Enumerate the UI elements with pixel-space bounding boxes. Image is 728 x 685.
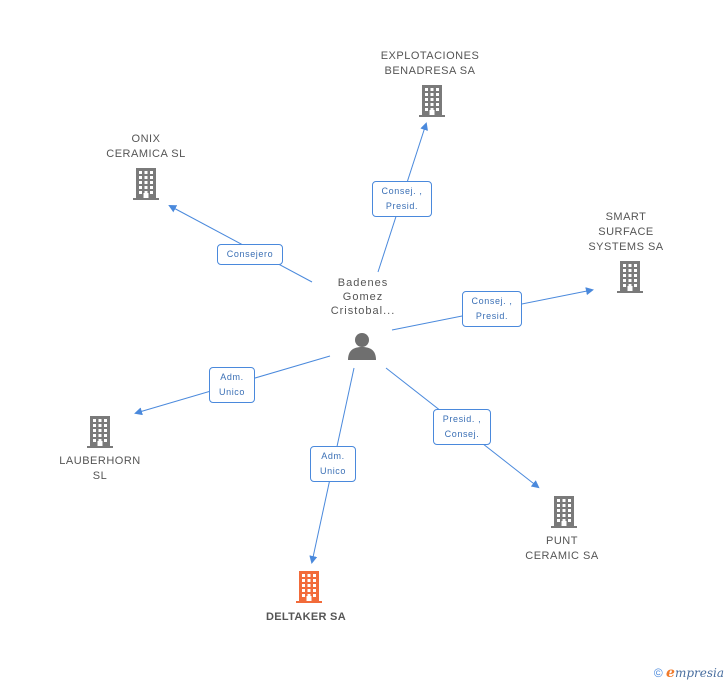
relation-label-lauberhorn: Adm. Unico [209, 367, 255, 403]
company-label-lauberhorn[interactable]: LAUBERHORN SL [59, 455, 141, 482]
brand-logo-text: mpresia [674, 666, 724, 680]
company-label-deltaker[interactable]: DELTAKER SA [266, 611, 346, 623]
building-icon-lauberhorn[interactable] [87, 416, 113, 448]
building-icon-deltaker[interactable] [296, 571, 322, 603]
relation-label-punt: Presid. , Consej. [433, 409, 491, 445]
relation-label-onix: Consejero [217, 244, 283, 265]
building-icon-explotaciones[interactable] [419, 85, 445, 117]
person-icon[interactable] [347, 331, 377, 361]
person-name[interactable]: Badenes Gomez Cristobal... [330, 277, 396, 317]
company-label-smart[interactable]: SMART SURFACE SYSTEMS SA [588, 211, 664, 253]
brand-logo-e: e [666, 665, 675, 681]
relation-label-explotaciones: Consej. , Presid. [372, 181, 432, 217]
footer-brand: © empresia [654, 665, 724, 681]
relation-label-smart: Consej. , Presid. [462, 291, 522, 327]
company-label-onix[interactable]: ONIX CERAMICA SL [106, 133, 186, 160]
building-icon-smart[interactable] [617, 261, 643, 293]
company-label-punt[interactable]: PUNT CERAMIC SA [525, 535, 599, 562]
building-icon-punt[interactable] [551, 496, 577, 528]
relation-label-deltaker: Adm. Unico [310, 446, 356, 482]
copyright-symbol: © [653, 666, 663, 680]
company-label-explotaciones[interactable]: EXPLOTACIONES BENADRESA SA [380, 50, 480, 77]
building-icon-onix[interactable] [133, 168, 159, 200]
